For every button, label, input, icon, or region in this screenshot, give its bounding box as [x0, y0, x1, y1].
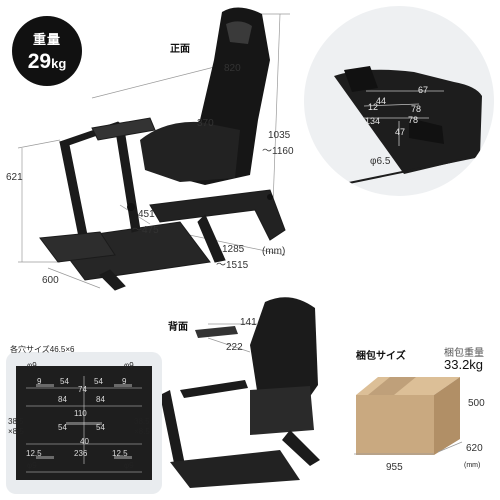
plate-phi9-bl: φ9 — [27, 461, 37, 470]
plate-w9-l: 9 — [37, 377, 42, 386]
plate-v110: 110 — [74, 409, 87, 418]
dim-seat-width: 370 — [197, 118, 214, 129]
base-plate-detail — [6, 352, 162, 494]
dim-total-height: 1035 — [268, 130, 291, 141]
weight-badge: 重量 29kg — [12, 16, 82, 86]
dim-unit: (mm) — [262, 246, 286, 257]
back-view-label: 背面 — [168, 322, 188, 333]
package-weight-value: 33.2kg — [444, 357, 484, 372]
plate-s385-l: 38.5 — [8, 417, 24, 426]
plate-s85-l: ×8.5 — [8, 427, 24, 436]
dim-seat-height: 820 — [224, 63, 241, 74]
plate-phi9-br: φ9 — [124, 461, 134, 470]
package-size-title: 梱包サイズ — [356, 351, 406, 362]
plate-v74: 74 — [78, 385, 87, 394]
front-view-label: 正面 — [170, 44, 190, 55]
weight-value: 29kg — [27, 49, 67, 73]
back-view-illustration — [160, 297, 320, 488]
shifter-dim-78-b: 78 — [408, 115, 419, 125]
shifter-dim-78-a: 78 — [411, 104, 422, 114]
dim-depth: 600 — [42, 275, 59, 286]
dim-pedal-depth: 451 — [138, 209, 155, 220]
shifter-dim-47: 47 — [395, 127, 406, 137]
plate-v40: 40 — [80, 437, 89, 446]
plate-s385-r: 38.5 — [134, 417, 150, 426]
dim-pedal-depth-alt: ～475 — [132, 225, 159, 236]
plate-w54-a: 54 — [60, 377, 69, 386]
plate-hole-size-title: 各穴サイズ46.5×6 — [10, 345, 75, 354]
shifter-dim-44: 44 — [376, 96, 387, 106]
package-unit: (mm) — [464, 462, 481, 469]
package-weight-label: 梱包重量 — [444, 348, 484, 359]
package-depth: 620 — [466, 443, 483, 454]
back-dim-side: 222 — [226, 342, 243, 353]
plate-v54-d: 54 — [96, 423, 105, 432]
racing-cockpit-illustration — [17, 7, 290, 291]
shifter-dim-12: 12 — [368, 102, 379, 112]
package-dim-lines — [354, 441, 463, 455]
plate-v84-l: 84 — [58, 395, 67, 404]
plate-v54-c: 54 — [58, 423, 67, 432]
plate-phi9-tl: φ9 — [27, 361, 37, 370]
dim-length: 1285 — [222, 244, 245, 255]
package-box-icon — [356, 377, 460, 455]
shifter-plate-detail — [304, 6, 494, 196]
plate-phi9-tr: φ9 — [124, 361, 134, 370]
package-width: 955 — [386, 462, 403, 473]
package-height: 500 — [468, 398, 485, 409]
plate-w54-b: 54 — [94, 377, 103, 386]
shifter-dim-134: 134 — [365, 116, 381, 126]
back-dim-top: 141 — [240, 317, 257, 328]
plate-v125-l: 12.5 — [26, 449, 42, 458]
weight-label: 重量 — [32, 31, 61, 47]
plate-w9-r: 9 — [122, 377, 127, 386]
plate-v84-r: 84 — [96, 395, 105, 404]
plate-s85-r: ×8.5 — [134, 427, 150, 436]
shifter-hole-size: φ6.5 — [370, 156, 391, 167]
dim-total-height-alt: ～1160 — [262, 146, 294, 157]
dim-length-alt: ～1515 — [216, 260, 249, 271]
plate-v125-r: 12.5 — [112, 449, 128, 458]
plate-v236: 236 — [74, 449, 88, 458]
shifter-dim-67: 67 — [418, 85, 429, 95]
dim-base-height: 621 — [6, 172, 23, 183]
